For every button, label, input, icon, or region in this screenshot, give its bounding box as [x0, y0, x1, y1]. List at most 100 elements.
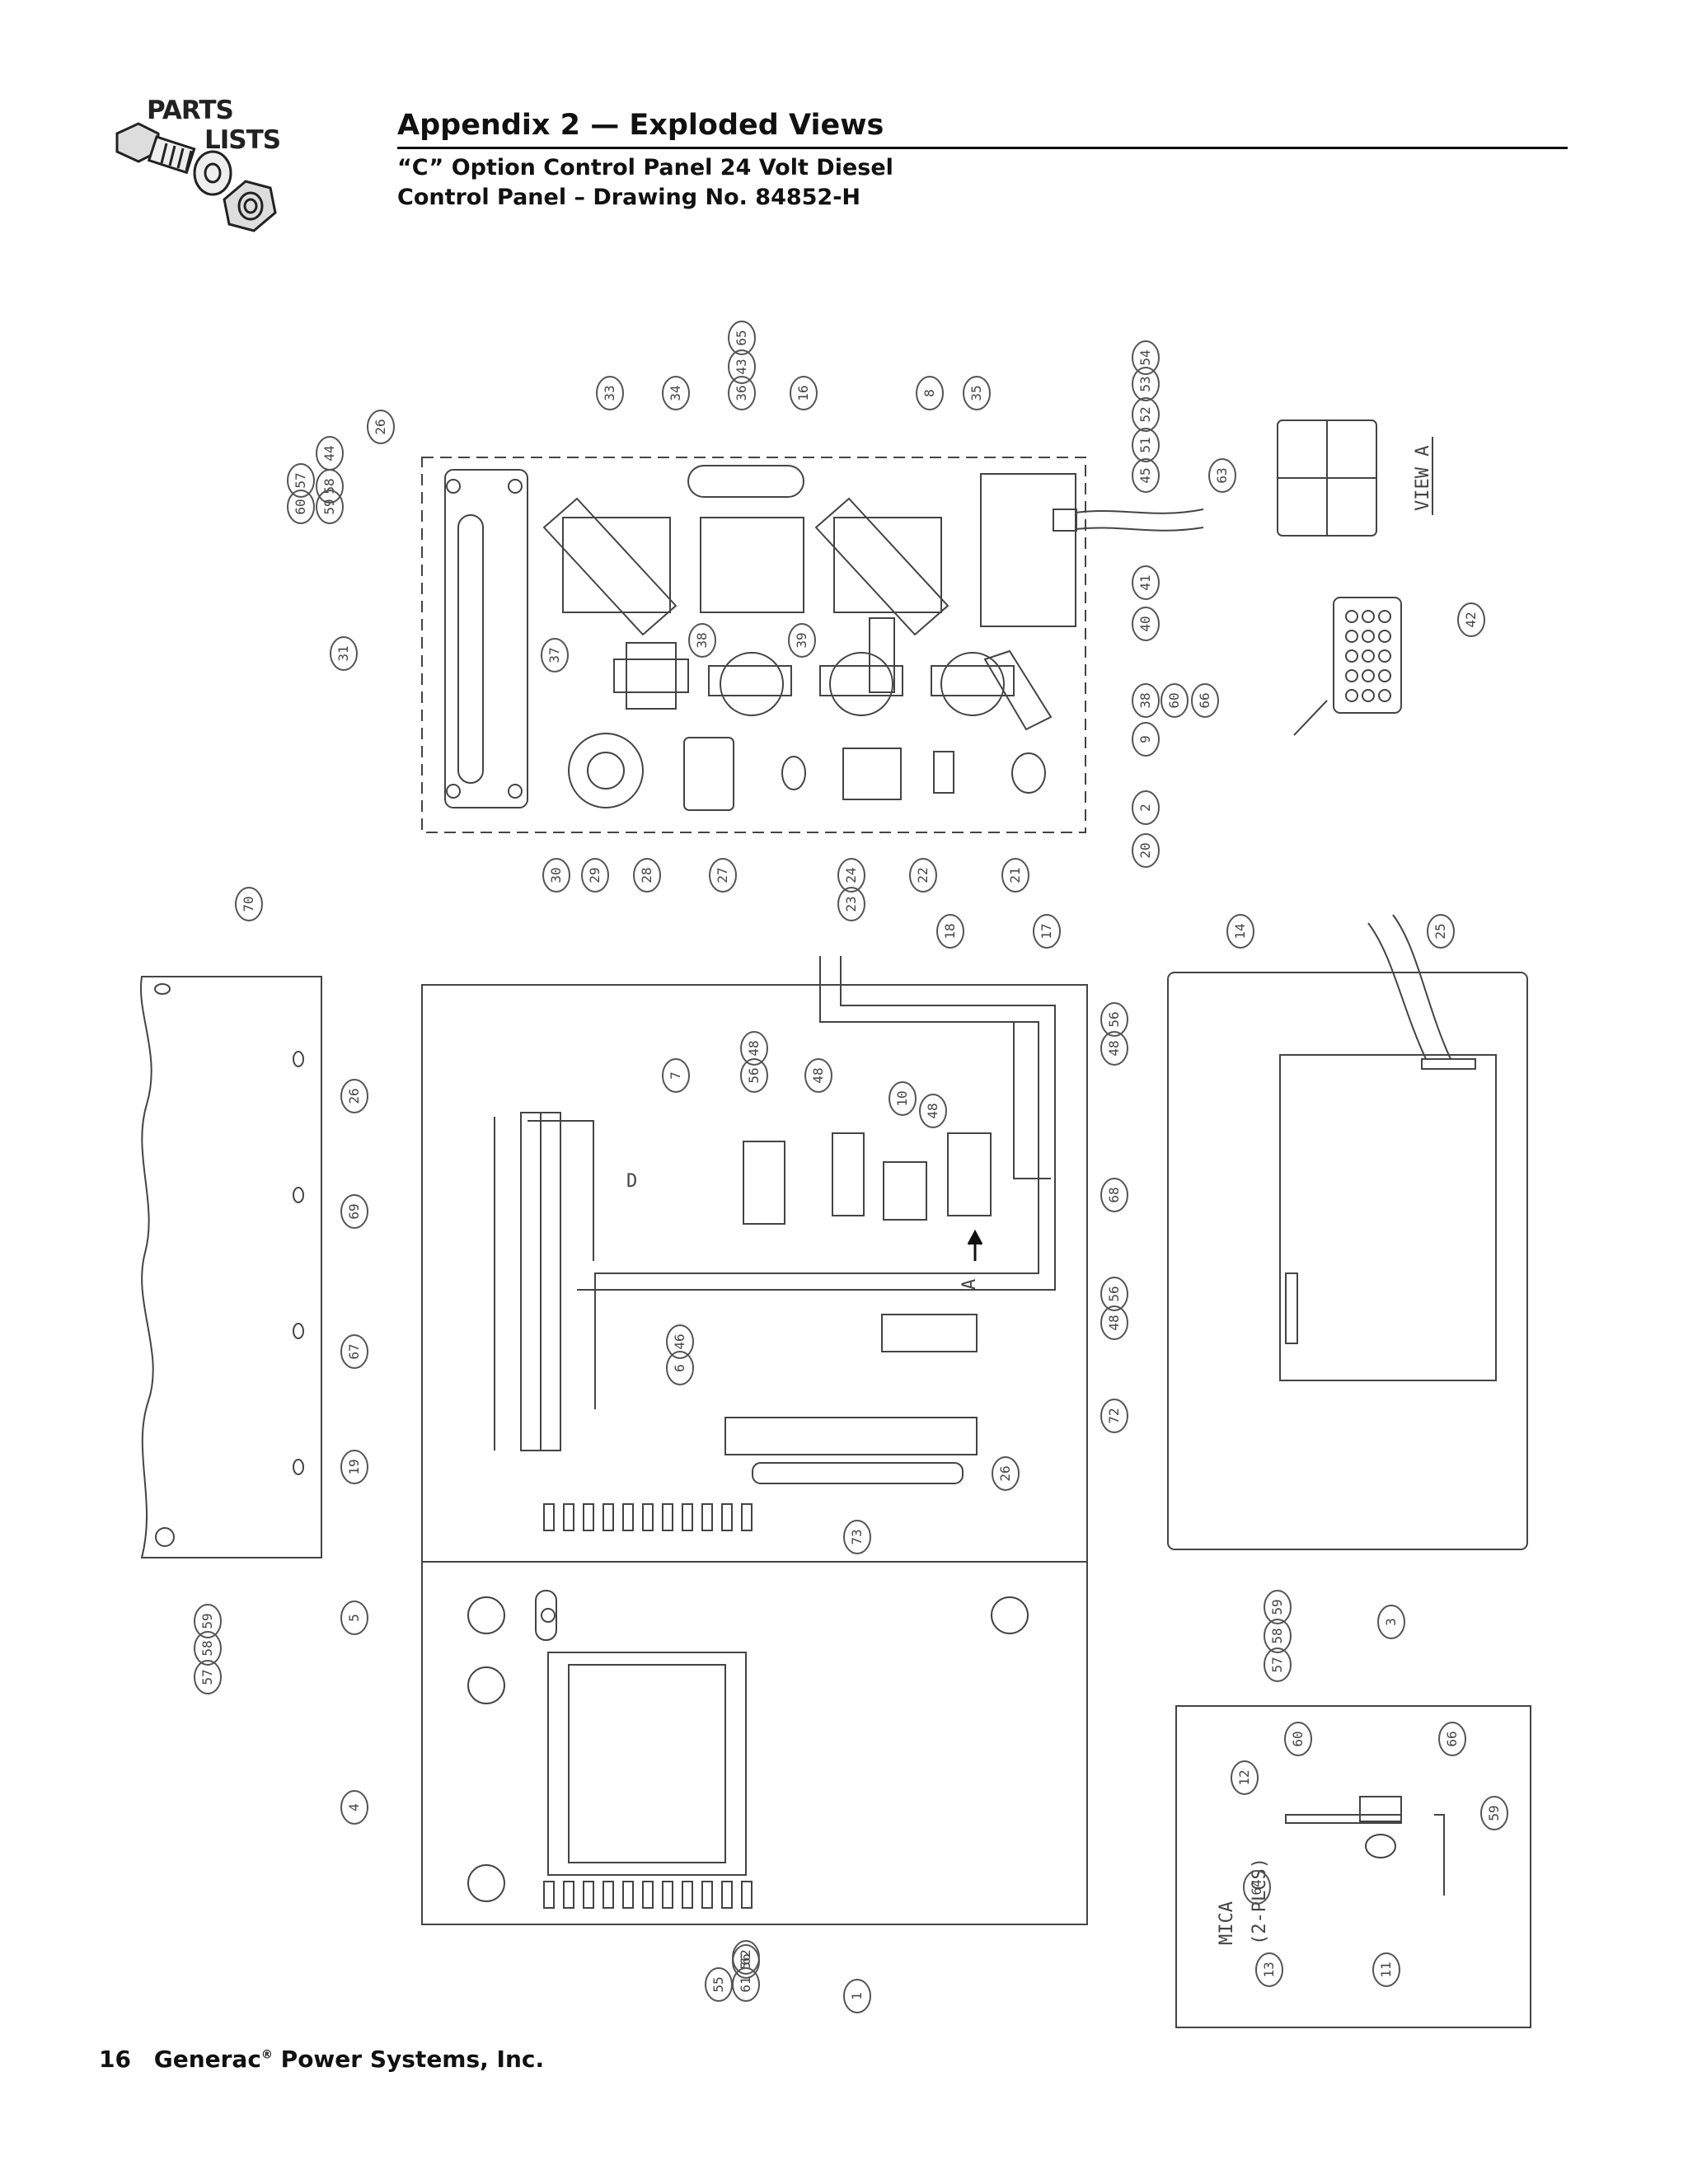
callout-number: 30 [548, 867, 564, 883]
callout-bubble [541, 638, 569, 673]
callout-number: 34 [668, 385, 683, 401]
callout-bubble [367, 410, 395, 444]
callout-bubble [1100, 1305, 1128, 1340]
callout-bubble [1160, 683, 1189, 718]
callout-number: 69 [346, 1203, 362, 1219]
callout-bubble [919, 1094, 947, 1128]
callout-number: 48 [1106, 1315, 1122, 1330]
left-cover-70 [140, 976, 322, 1558]
callout-number: 46 [672, 1333, 687, 1349]
callout-number: 64 [1249, 1879, 1264, 1895]
callout-bubble [340, 1790, 368, 1825]
callout-bubble [1100, 1002, 1128, 1037]
callout-bubble [662, 1058, 690, 1093]
callout-bubble [316, 490, 344, 524]
callout-bubble [1132, 428, 1160, 462]
page-number: 16 [99, 2046, 131, 2073]
callout-bubble [1255, 1952, 1283, 1987]
main-enclosure [421, 984, 1088, 1925]
callout-number: 8 [921, 389, 937, 397]
view-a-label: VIEW A [1413, 446, 1433, 511]
callout-number: 5 [346, 1614, 362, 1622]
callout-number: 19 [346, 1459, 362, 1474]
callout-number: 56 [746, 1067, 762, 1083]
callout-number: 48 [810, 1067, 826, 1083]
callout-number: 31 [335, 645, 351, 661]
callout-bubble [788, 623, 816, 658]
page-footer: 16 Generac® Power Systems, Inc. [99, 2046, 544, 2073]
callout-bubble [1191, 683, 1219, 718]
callout-bubble [1372, 1952, 1400, 1987]
callout-number: 38 [694, 632, 710, 648]
relay-33 [562, 517, 671, 613]
callout-bubble [1100, 1031, 1128, 1066]
callout-number: 59 [1269, 1599, 1285, 1615]
callout-bubble [287, 490, 315, 524]
callout-bubble [837, 887, 865, 921]
callout-bubble [1033, 914, 1061, 949]
logo-word-lists: LISTS [204, 125, 281, 155]
callout-number: 7 [668, 1071, 683, 1080]
callout-number: 39 [794, 632, 809, 648]
callout-bubble [936, 914, 964, 949]
callout-bubble [1457, 602, 1485, 637]
callout-number: 63 [1214, 467, 1230, 483]
callout-number: 14 [1232, 923, 1248, 939]
relay-33-bracket [542, 497, 678, 636]
mica-label: MICA [1217, 1901, 1237, 1945]
callout-bubble [1231, 1760, 1259, 1795]
subtitle-line-1: “C” Option Control Panel 24 Volt Diesel [397, 155, 893, 180]
callout-bubble [1264, 1590, 1292, 1624]
callout-bubble [709, 858, 737, 893]
callout-number: 55 [710, 1976, 726, 1992]
callout-bubble [1132, 683, 1160, 718]
callout-number: 48 [1106, 1040, 1122, 1056]
callout-bubble [666, 1351, 694, 1385]
callout-bubble [1264, 1619, 1292, 1653]
title-rule [397, 147, 1568, 149]
callout-number: 70 [241, 896, 256, 912]
transformer-4 [547, 1652, 747, 1876]
callout-bubble [1208, 458, 1236, 493]
callout-number: 66 [1444, 1731, 1460, 1746]
callout-number: 59 [199, 1613, 215, 1629]
terminal-block-26 [724, 1417, 978, 1455]
callout-bubble [732, 1940, 760, 1975]
callout-number: 13 [1261, 1961, 1277, 1977]
callout-number: 51 [1137, 437, 1153, 452]
callout-bubble [804, 1058, 832, 1093]
callout-number: 4 [346, 1803, 362, 1811]
callout-number: 57 [1269, 1657, 1285, 1672]
callout-bubble [633, 858, 661, 893]
callout-number: 44 [321, 445, 337, 461]
callout-bubble [1284, 1722, 1312, 1756]
callout-number: 62 [738, 1949, 753, 1965]
callout-bubble [330, 636, 358, 671]
callout-bubble [1132, 790, 1160, 825]
callout-bubble [843, 1979, 871, 2013]
callout-bubble [1427, 914, 1455, 949]
circuit-board-14 [1279, 1054, 1497, 1381]
relay-34 [700, 517, 804, 613]
side-bracket [444, 469, 528, 808]
callout-number: 41 [1137, 574, 1153, 590]
callout-number: 17 [1039, 923, 1054, 939]
callout-number: 53 [1137, 376, 1153, 391]
callout-number: 68 [1106, 1187, 1122, 1202]
callout-number: 1 [849, 1992, 865, 2000]
callout-bubble [542, 858, 570, 893]
callout-bubble [740, 1031, 768, 1066]
callout-number: 21 [1007, 867, 1023, 883]
callout-bubble [1243, 1870, 1271, 1905]
callout-bubble [1132, 722, 1160, 757]
callout-number: 60 [1290, 1731, 1306, 1746]
connector-42 [1333, 597, 1402, 714]
callout-number: 26 [346, 1088, 362, 1104]
callout-bubble [340, 1450, 368, 1484]
callout-number: 33 [602, 385, 617, 401]
callout-number: 67 [346, 1343, 362, 1359]
company-suffix: Power Systems, Inc. [280, 2046, 545, 2073]
callout-number: 73 [849, 1529, 865, 1544]
logo-word-parts: PARTS [147, 96, 234, 125]
callout-bubble [1132, 367, 1160, 401]
